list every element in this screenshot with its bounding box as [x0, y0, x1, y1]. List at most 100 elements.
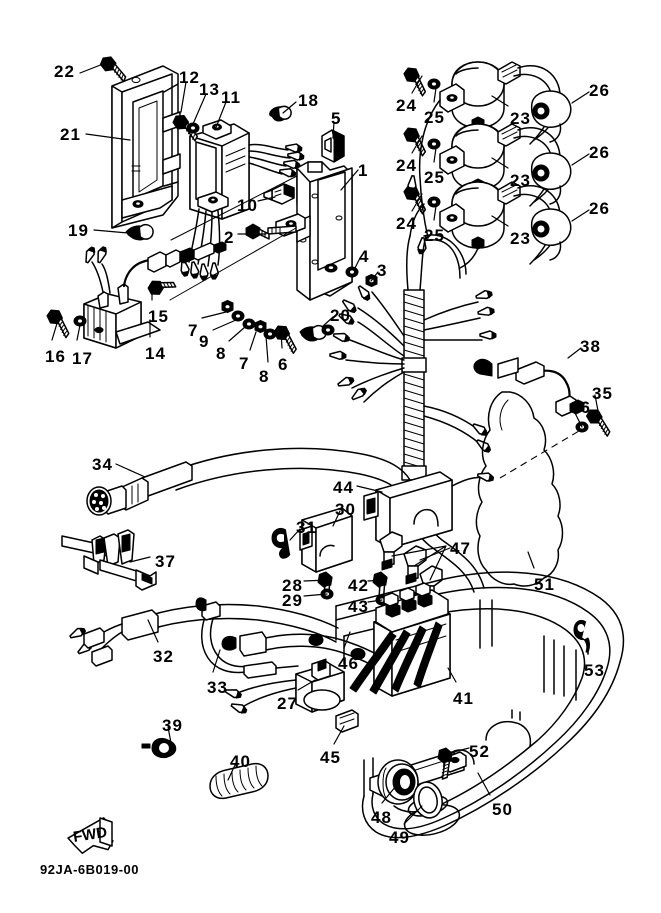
part-11-cdi-unit [189, 119, 250, 220]
leader-8a [228, 326, 246, 342]
leader-17 [76, 324, 81, 341]
leader-44 [356, 485, 383, 493]
callout-12: 12 [179, 68, 200, 87]
part-6-bolt [269, 321, 305, 355]
main-wiring-harness [329, 203, 497, 593]
leader-8b [265, 335, 269, 363]
callout-51: 51 [534, 575, 555, 594]
leader-3 [370, 271, 379, 282]
callout-24c: 24 [396, 214, 417, 233]
leader-16 [51, 319, 59, 341]
callout-26a: 26 [589, 81, 610, 100]
leader-25c [433, 205, 437, 221]
leader-7b [249, 331, 257, 351]
callout-6: 6 [278, 355, 289, 374]
leader-39 [167, 726, 172, 744]
leader-50 [477, 772, 491, 796]
callout-26c: 26 [589, 199, 610, 218]
part-23b-ignition-coil [439, 123, 521, 215]
part-41-battery [349, 582, 451, 697]
callout-53: 53 [584, 661, 605, 680]
part-18-wire-clamp [269, 105, 292, 122]
leader-24c [411, 193, 423, 212]
callout-17: 17 [72, 349, 93, 368]
callout-45: 45 [320, 748, 341, 767]
callout-13: 13 [199, 80, 220, 99]
part-49-seal-ring [413, 781, 443, 819]
leader-46 [343, 631, 351, 649]
callout-18: 18 [298, 91, 319, 110]
leader-20 [321, 316, 334, 328]
leader-25b [433, 147, 437, 163]
part-21-cover-bracket [111, 65, 181, 229]
callout-32: 32 [153, 647, 174, 666]
leader-23c [491, 215, 509, 227]
part-20-washer [321, 324, 335, 336]
part-44-fuse-box [363, 470, 496, 549]
callout-40: 40 [230, 752, 251, 771]
leader-37 [129, 556, 151, 563]
leader-11 [214, 101, 227, 131]
cdi-output-leads [248, 142, 305, 179]
callout-39: 39 [162, 716, 183, 735]
leader-43 [367, 599, 383, 603]
leader-40 [227, 762, 237, 781]
callout-49: 49 [389, 828, 410, 847]
callout-24a: 24 [396, 96, 417, 115]
leader-10 [257, 196, 276, 202]
callout-25a: 25 [424, 108, 445, 127]
leader-33 [212, 649, 221, 673]
part-48-grommet [377, 759, 419, 805]
callout-7a: 7 [188, 321, 199, 340]
leader-9 [212, 319, 237, 331]
leader-49 [403, 805, 423, 825]
leader-24a [411, 75, 423, 94]
leader-35 [594, 394, 599, 412]
part-34-trim-harness [86, 447, 411, 516]
part-25b-washer [427, 138, 441, 150]
callout-36: 36 [570, 398, 591, 417]
callout-5: 5 [331, 109, 342, 128]
callout-1: 1 [358, 161, 369, 180]
leader-30 [332, 510, 341, 527]
callout-33: 33 [207, 678, 228, 697]
callout-7b: 7 [239, 354, 250, 373]
leader-18 [282, 101, 297, 114]
leader-25a [433, 87, 437, 103]
part-38-battery-cable [473, 357, 585, 417]
leader-23a [491, 95, 509, 107]
callout-38: 38 [580, 337, 601, 356]
callout-14: 14 [145, 344, 166, 363]
callout-9: 9 [199, 332, 210, 351]
leader-31 [289, 528, 301, 541]
callout-26b: 26 [589, 143, 610, 162]
part-26b-spark-plug-cap [530, 152, 572, 205]
part-26c-spark-plug-cap [530, 208, 572, 261]
leader-38 [567, 347, 582, 359]
part-4-washer [345, 266, 359, 278]
part-25a-washer [427, 78, 441, 90]
part-7a-nut [221, 300, 234, 313]
callout-50: 50 [492, 800, 513, 819]
callout-leader-lines [51, 63, 599, 825]
leader-29 [303, 593, 328, 597]
callout-21: 21 [60, 125, 81, 144]
part-7b-nut [254, 320, 267, 333]
leader-4 [354, 257, 361, 269]
part-46-battery-cable-negative [221, 631, 405, 685]
part-25c-washer [427, 196, 441, 208]
callout-25b: 25 [424, 168, 445, 187]
cowling-guide-dash [499, 427, 585, 479]
callout-34: 34 [92, 455, 113, 474]
part-51-engine-cowling [475, 391, 585, 587]
callout-22: 22 [54, 62, 75, 81]
callout-37: 37 [155, 552, 176, 571]
leader-45 [333, 725, 345, 745]
part-14-rectifier-regulator [82, 245, 161, 349]
part-2-bolt [245, 223, 270, 240]
callout-15: 15 [148, 307, 169, 326]
part-9-washer [231, 310, 245, 322]
fwd-direction-marker: FWD [67, 817, 114, 854]
part-40-spiral-tube [209, 762, 269, 800]
